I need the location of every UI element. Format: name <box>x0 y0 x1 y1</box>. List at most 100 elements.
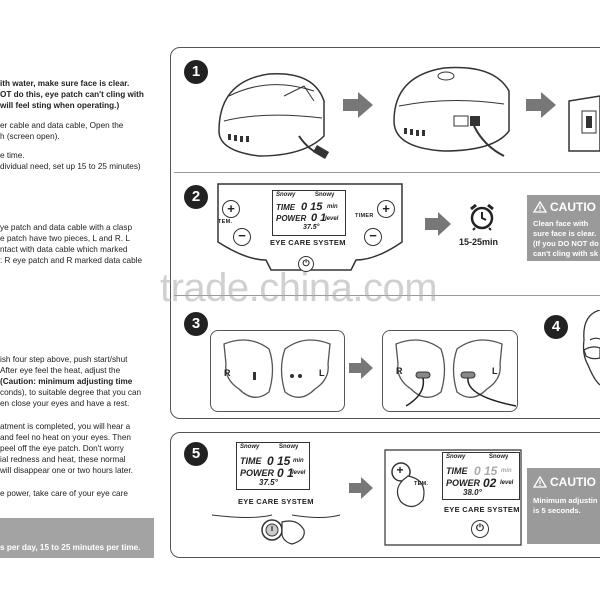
step-2-badge: 2 <box>184 185 208 209</box>
text-line: ntact with data cable which marked <box>0 245 128 254</box>
brand-logo: Snowy <box>276 192 296 198</box>
left-patch-label: L <box>319 368 325 378</box>
brand-name: Snowy <box>489 454 509 460</box>
power-icon[interactable]: ⏻ <box>471 520 489 538</box>
eye-care-system-label: EYE CARE SYSTEM <box>444 505 520 514</box>
time-value: 0 15 <box>301 201 323 213</box>
eye-patch-frame <box>210 330 345 412</box>
caution-box: CAUTIO Clean face with sure face is clea… <box>527 195 600 261</box>
caution-line: Minimum adjustin <box>533 496 598 505</box>
time-unit: min <box>327 204 338 210</box>
summary-bar: s per day, 15 to 25 minutes per time. <box>0 518 154 558</box>
text-line: will feel sting when operating.) <box>0 101 120 110</box>
text-line: h (screen open). <box>0 132 60 141</box>
caution-line: (If you DO NOT do <box>533 239 599 248</box>
caution-line: sure face is clear. <box>533 229 597 238</box>
left-patch-label: L <box>492 366 498 376</box>
timer-minus-button[interactable]: − <box>364 228 382 246</box>
temp-plus-button[interactable]: + <box>222 200 240 218</box>
text-line: peel off the eye patch. Don't worry <box>0 444 124 453</box>
power-icon[interactable]: ⏻ <box>298 256 314 272</box>
temperature-value: 37.5° <box>303 224 320 231</box>
brand-name: Snowy <box>279 444 299 450</box>
duration-label: 15-25min <box>459 237 499 247</box>
arrow-right-icon <box>343 92 373 118</box>
brand-name: Snowy <box>315 192 335 198</box>
text-line: will disappear one or two hours later. <box>0 466 133 475</box>
arrow-right-icon <box>425 212 451 236</box>
step-4-badge: 4 <box>544 315 568 339</box>
eye-patch-frame-connected <box>382 330 518 412</box>
power-value: 02 <box>483 476 497 490</box>
time-value: 0 15 <box>267 454 291 468</box>
text-line: ish four step above, push start/shut <box>0 355 128 364</box>
divider <box>174 172 600 173</box>
time-label: TIME <box>240 456 262 466</box>
temperature-value: 38.0° <box>463 488 482 497</box>
text-line: ye patch and data cable with a clasp <box>0 223 132 232</box>
time-label: TIME <box>276 203 296 212</box>
eye-care-system-label: EYE CARE SYSTEM <box>238 497 314 506</box>
power-label: POWER <box>276 214 307 223</box>
caution-line: Clean face with <box>533 219 589 228</box>
divider <box>174 295 600 296</box>
brand-logo: Snowy <box>240 444 260 450</box>
arrow-right-icon <box>349 357 373 379</box>
text-line: (Caution: minimum adjusting time <box>0 377 133 386</box>
brand-logo: Snowy <box>446 454 466 460</box>
text-line: er cable and data cable, Open the <box>0 121 124 130</box>
text-line: dividual need, set up 15 to 25 minutes) <box>0 162 141 171</box>
caution-line: can't cling with sk <box>533 249 599 258</box>
timer-plus-button[interactable]: + <box>377 200 395 218</box>
text-line: ial redness and heat, these normal <box>0 455 126 464</box>
power-label: POWER <box>446 478 481 488</box>
warning-icon <box>533 201 547 213</box>
right-patch-label: R <box>224 368 231 378</box>
caution-line: is 5 seconds. <box>533 506 581 515</box>
text-line: atment is completed, you will hear a <box>0 422 131 431</box>
step-1-badge: 1 <box>184 60 208 84</box>
text-line: conds), to suitable degree that you can <box>0 388 142 397</box>
right-patch-label: R <box>396 366 403 376</box>
watermark: trade.china.com <box>160 266 438 310</box>
time-value: 0 15 <box>474 464 498 478</box>
power-label: POWER <box>240 468 275 478</box>
power-value: 0 1 <box>277 466 294 480</box>
text-line: e patch have two pieces, L and R. L <box>0 234 130 243</box>
time-unit: min <box>293 458 304 464</box>
alarm-clock-icon <box>470 203 494 231</box>
power-unit: level <box>500 480 514 486</box>
temp-minus-button[interactable]: − <box>233 228 251 246</box>
time-label: TIME <box>446 466 468 476</box>
text-line: en close your eyes and have a rest. <box>0 399 130 408</box>
step-5-badge: 5 <box>184 442 208 466</box>
text-line: : R eye patch and R marked data cable <box>0 256 142 265</box>
face-illustration <box>582 310 600 386</box>
lcd-display: Snowy Snowy TIME 0 15 min POWER 0 1 leve… <box>236 442 310 490</box>
arrow-right-icon <box>349 477 373 499</box>
text-line: e time. <box>0 151 25 160</box>
caution-title: CAUTIO <box>550 475 596 489</box>
text-line: and feel no heat on your eyes. Then <box>0 433 131 442</box>
tem-label: TEM. <box>414 481 429 487</box>
warning-icon <box>533 476 547 488</box>
arrow-right-icon <box>526 92 556 118</box>
power-unit: level <box>325 216 339 222</box>
eye-care-system-label: EYE CARE SYSTEM <box>270 238 346 247</box>
tem-label: TEM. <box>218 219 233 225</box>
timer-label: TIMER <box>355 213 374 219</box>
power-value: 0 1 <box>311 212 327 224</box>
time-unit: min <box>501 468 512 474</box>
summary-text: s per day, 15 to 25 minutes per time. <box>0 543 141 552</box>
temp-plus-button[interactable]: + <box>396 463 404 477</box>
temperature-value: 37.5° <box>259 478 278 487</box>
text-line: e power, take care of your eye care <box>0 489 128 498</box>
power-unit: level <box>292 470 306 476</box>
caution-title: CAUTIO <box>550 200 596 214</box>
eye-patches-illustration <box>223 339 331 398</box>
text-line: After eye feel the heat, adjust the <box>0 366 121 375</box>
eye-patches-connected-illustration <box>395 339 517 407</box>
step-3-badge: 3 <box>184 312 208 336</box>
text-line: ith water, make sure face is clear. <box>0 79 130 88</box>
step-1-device-illustrations <box>218 66 600 159</box>
